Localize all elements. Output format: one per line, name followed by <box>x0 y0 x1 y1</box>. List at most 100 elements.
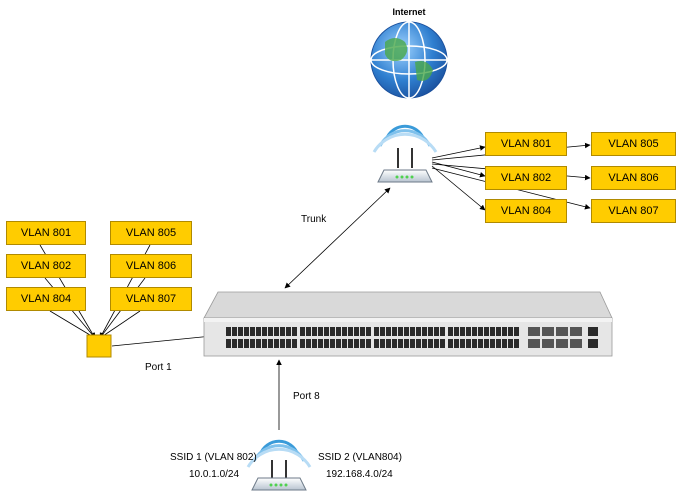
switch-sfp-port <box>556 327 568 336</box>
right-vlan-box: VLAN 805 <box>591 132 676 156</box>
switch-port <box>360 339 365 348</box>
switch-port <box>404 339 409 348</box>
switch-port <box>454 327 459 336</box>
right-vlan-box: VLAN 806 <box>591 166 676 190</box>
switch-port <box>434 339 439 348</box>
switch-port <box>342 327 347 336</box>
ssid1-name: SSID 1 (VLAN 802) <box>170 452 257 463</box>
left-vlan-box: VLAN 802 <box>6 254 86 278</box>
switch-port <box>300 339 305 348</box>
switch-port <box>318 327 323 336</box>
switch-port <box>268 327 273 336</box>
switch-port <box>348 327 353 336</box>
switch-port <box>466 327 471 336</box>
switch-port <box>386 327 391 336</box>
switch-port <box>410 339 415 348</box>
switch-port <box>226 339 231 348</box>
switch-port <box>306 327 311 336</box>
switch-port <box>250 339 255 348</box>
switch-port <box>274 339 279 348</box>
switch-port <box>440 339 445 348</box>
switch-port <box>428 339 433 348</box>
switch-port <box>268 339 273 348</box>
switch-console-port <box>588 327 598 336</box>
ssid2-name: SSID 2 (VLAN804) <box>318 452 402 463</box>
switch-port <box>484 339 489 348</box>
switch-port <box>262 327 267 336</box>
right-vlan-box: VLAN 804 <box>485 199 567 223</box>
network-switch <box>203 291 613 357</box>
switch-port <box>250 327 255 336</box>
switch-port <box>256 339 261 348</box>
switch-port <box>342 339 347 348</box>
switch-port <box>292 327 297 336</box>
switch-port <box>336 327 341 336</box>
ssid1-subnet: 10.0.1.0/24 <box>189 469 240 480</box>
switch-port <box>280 339 285 348</box>
trunk-label: Trunk <box>301 214 327 225</box>
switch-port <box>232 339 237 348</box>
switch-port <box>336 339 341 348</box>
switch-port <box>460 339 465 348</box>
switch-port <box>392 339 397 348</box>
left-vlan-box: VLAN 804 <box>6 287 86 311</box>
switch-port <box>348 339 353 348</box>
trunk-link <box>284 187 391 289</box>
top-access-point-icon <box>372 124 438 183</box>
switch-port <box>422 339 427 348</box>
right-vlan-box: VLAN 801 <box>485 132 567 156</box>
switch-port <box>312 339 317 348</box>
switch-port <box>502 327 507 336</box>
switch-port <box>472 327 477 336</box>
switch-sfp-port <box>570 327 582 336</box>
switch-port <box>312 327 317 336</box>
switch-port <box>484 327 489 336</box>
internet-globe-icon <box>370 21 448 99</box>
switch-port <box>454 339 459 348</box>
switch-port <box>318 339 323 348</box>
switch-sfp-port <box>570 339 582 348</box>
switch-port <box>232 327 237 336</box>
switch-port <box>386 339 391 348</box>
switch-console-port <box>588 339 598 348</box>
right-vlan-box: VLAN 802 <box>485 166 567 190</box>
switch-port <box>514 327 519 336</box>
switch-port <box>244 339 249 348</box>
switch-port <box>416 339 421 348</box>
switch-port <box>472 339 477 348</box>
switch-port <box>366 327 371 336</box>
switch-port <box>508 339 513 348</box>
switch-port <box>324 327 329 336</box>
switch-port <box>460 327 465 336</box>
switch-port <box>360 327 365 336</box>
switch-port <box>286 339 291 348</box>
switch-port <box>490 339 495 348</box>
switch-port <box>330 339 335 348</box>
switch-port <box>404 327 409 336</box>
switch-port <box>238 327 243 336</box>
left-vlan-box: VLAN 801 <box>6 221 86 245</box>
left-vlan-box: VLAN 807 <box>110 287 192 311</box>
switch-port <box>286 327 291 336</box>
switch-port <box>380 339 385 348</box>
ssid2-subnet: 192.168.4.0/24 <box>326 469 393 480</box>
switch-port <box>300 327 305 336</box>
switch-port <box>448 327 453 336</box>
switch-port <box>428 327 433 336</box>
switch-port <box>410 327 415 336</box>
switch-sfp-port <box>542 339 554 348</box>
port1-link <box>111 333 213 347</box>
switch-port <box>478 327 483 336</box>
switch-port <box>508 327 513 336</box>
switch-port <box>244 327 249 336</box>
vlan-hub-box <box>86 334 112 358</box>
switch-port <box>366 339 371 348</box>
switch-port <box>324 339 329 348</box>
port8-label: Port 8 <box>293 391 320 402</box>
switch-port <box>330 327 335 336</box>
switch-port <box>238 339 243 348</box>
switch-port <box>496 327 501 336</box>
switch-port <box>496 339 501 348</box>
switch-port <box>354 327 359 336</box>
